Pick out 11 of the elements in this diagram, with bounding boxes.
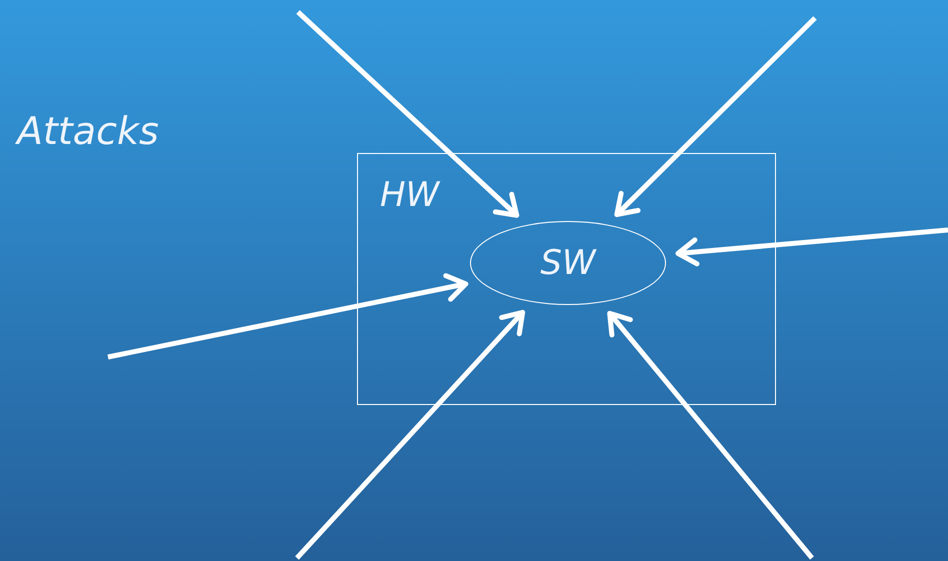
arrow xyxy=(296,10,520,218)
heading-text: Attacks xyxy=(17,112,159,150)
arrow xyxy=(295,310,526,560)
arrow xyxy=(607,310,814,560)
arrow xyxy=(676,228,948,266)
arrow xyxy=(108,273,468,360)
node-label: SW xyxy=(540,246,596,280)
rectangle-node xyxy=(357,153,776,405)
node-label: HW xyxy=(380,178,440,212)
arrow xyxy=(614,16,817,218)
ellipse-node xyxy=(470,221,666,305)
